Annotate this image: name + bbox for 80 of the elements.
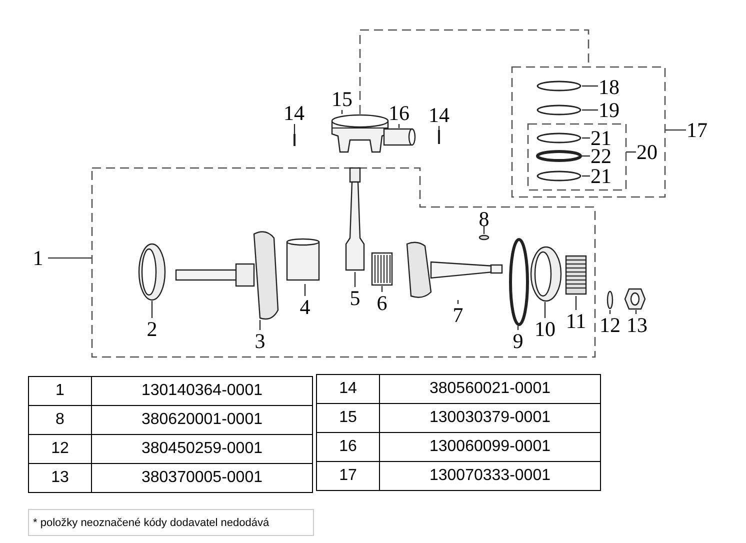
leader-line — [517, 326, 519, 330]
bearing-drawing — [138, 243, 166, 301]
callout-number: 7 — [450, 304, 466, 326]
piston-ring-drawing — [536, 80, 582, 92]
leader-line — [341, 110, 343, 114]
needle-bearing-drawing — [371, 252, 393, 286]
piston-drawing — [330, 114, 390, 154]
crank-half-drawing — [176, 230, 280, 320]
callout-number: 14 — [283, 102, 305, 124]
callout-number: 8 — [476, 208, 492, 226]
footnote: * položky neoznačené kódy dodavatel nedodává — [28, 509, 314, 536]
washer-drawing — [606, 290, 614, 310]
callout-number: 9 — [510, 330, 526, 352]
leader-line — [457, 300, 459, 304]
position-number-cell: 13 — [28, 464, 92, 492]
leader-line — [582, 155, 590, 157]
position-number-cell: 16 — [316, 432, 380, 462]
clip-drawing — [292, 134, 297, 146]
callout-number: 4 — [297, 296, 313, 318]
bearing-drawing — [530, 246, 562, 302]
leader-line — [48, 257, 92, 259]
leader-line — [626, 151, 636, 153]
leader-line — [575, 296, 577, 310]
dashed-group-outline — [528, 124, 626, 190]
part-code-cell: 130030379-0001 — [380, 404, 600, 432]
leader-line — [438, 126, 440, 130]
leader-line — [582, 137, 590, 139]
position-number-cell: 17 — [316, 462, 380, 490]
callout-number: 17 — [686, 119, 708, 141]
leader-line — [151, 301, 153, 318]
leader-line — [381, 286, 383, 292]
key-drawing — [478, 234, 490, 241]
piston-ring-drawing — [536, 132, 582, 144]
dashed-group-outline — [512, 67, 665, 197]
callout-number: 21 — [590, 165, 612, 187]
position-number-cell: 15 — [316, 404, 380, 432]
callout-number: 12 — [599, 314, 621, 336]
leader-line — [544, 302, 546, 318]
callout-number: 15 — [331, 88, 353, 110]
callout-number: 3 — [252, 330, 268, 352]
position-number-cell: 12 — [28, 434, 92, 464]
leader-line — [582, 175, 590, 177]
callout-number: 18 — [598, 76, 620, 98]
leader-line — [259, 320, 261, 330]
piston-ring-drawing — [536, 104, 582, 116]
leader-line — [294, 124, 296, 134]
callout-number: 16 — [388, 102, 410, 124]
clip-drawing — [437, 130, 441, 144]
callout-number: 14 — [428, 104, 450, 126]
nut-drawing — [624, 288, 646, 310]
callout-number: 1 — [28, 247, 48, 269]
callout-number: 2 — [144, 318, 160, 340]
gear-drawing — [564, 254, 588, 296]
piston-ring-drawing — [536, 170, 582, 182]
part-code-cell: 380370005-0001 — [92, 464, 312, 492]
callout-number: 6 — [374, 292, 390, 314]
part-code-cell: 380620001-0001 — [92, 406, 312, 434]
piston-ring-drawing — [536, 150, 582, 162]
part-code-cell: 130060099-0001 — [380, 432, 600, 462]
leader-line — [582, 109, 598, 111]
leader-line — [483, 226, 485, 234]
callout-number: 19 — [598, 99, 620, 121]
callout-number: 5 — [347, 287, 363, 309]
part-code-cell: 130140364-0001 — [92, 376, 312, 406]
leader-line — [354, 272, 356, 287]
seal-ring-drawing — [509, 238, 529, 326]
callout-number: 11 — [565, 310, 587, 332]
leader-line — [665, 129, 686, 131]
position-number-cell: 8 — [28, 406, 92, 434]
position-number-cell: 14 — [316, 374, 380, 404]
part-code-cell: 380560021-0001 — [380, 374, 600, 404]
leader-line — [304, 284, 306, 296]
dashed-connector — [359, 29, 590, 114]
callout-number: 10 — [534, 318, 556, 340]
callout-number: 20 — [636, 141, 658, 163]
part-code-cell: 130070333-0001 — [380, 462, 600, 490]
callout-number: 13 — [626, 314, 648, 336]
position-number-cell: 1 — [28, 376, 92, 406]
part-code-cell: 380450259-0001 — [92, 434, 312, 464]
leader-line — [582, 85, 598, 87]
